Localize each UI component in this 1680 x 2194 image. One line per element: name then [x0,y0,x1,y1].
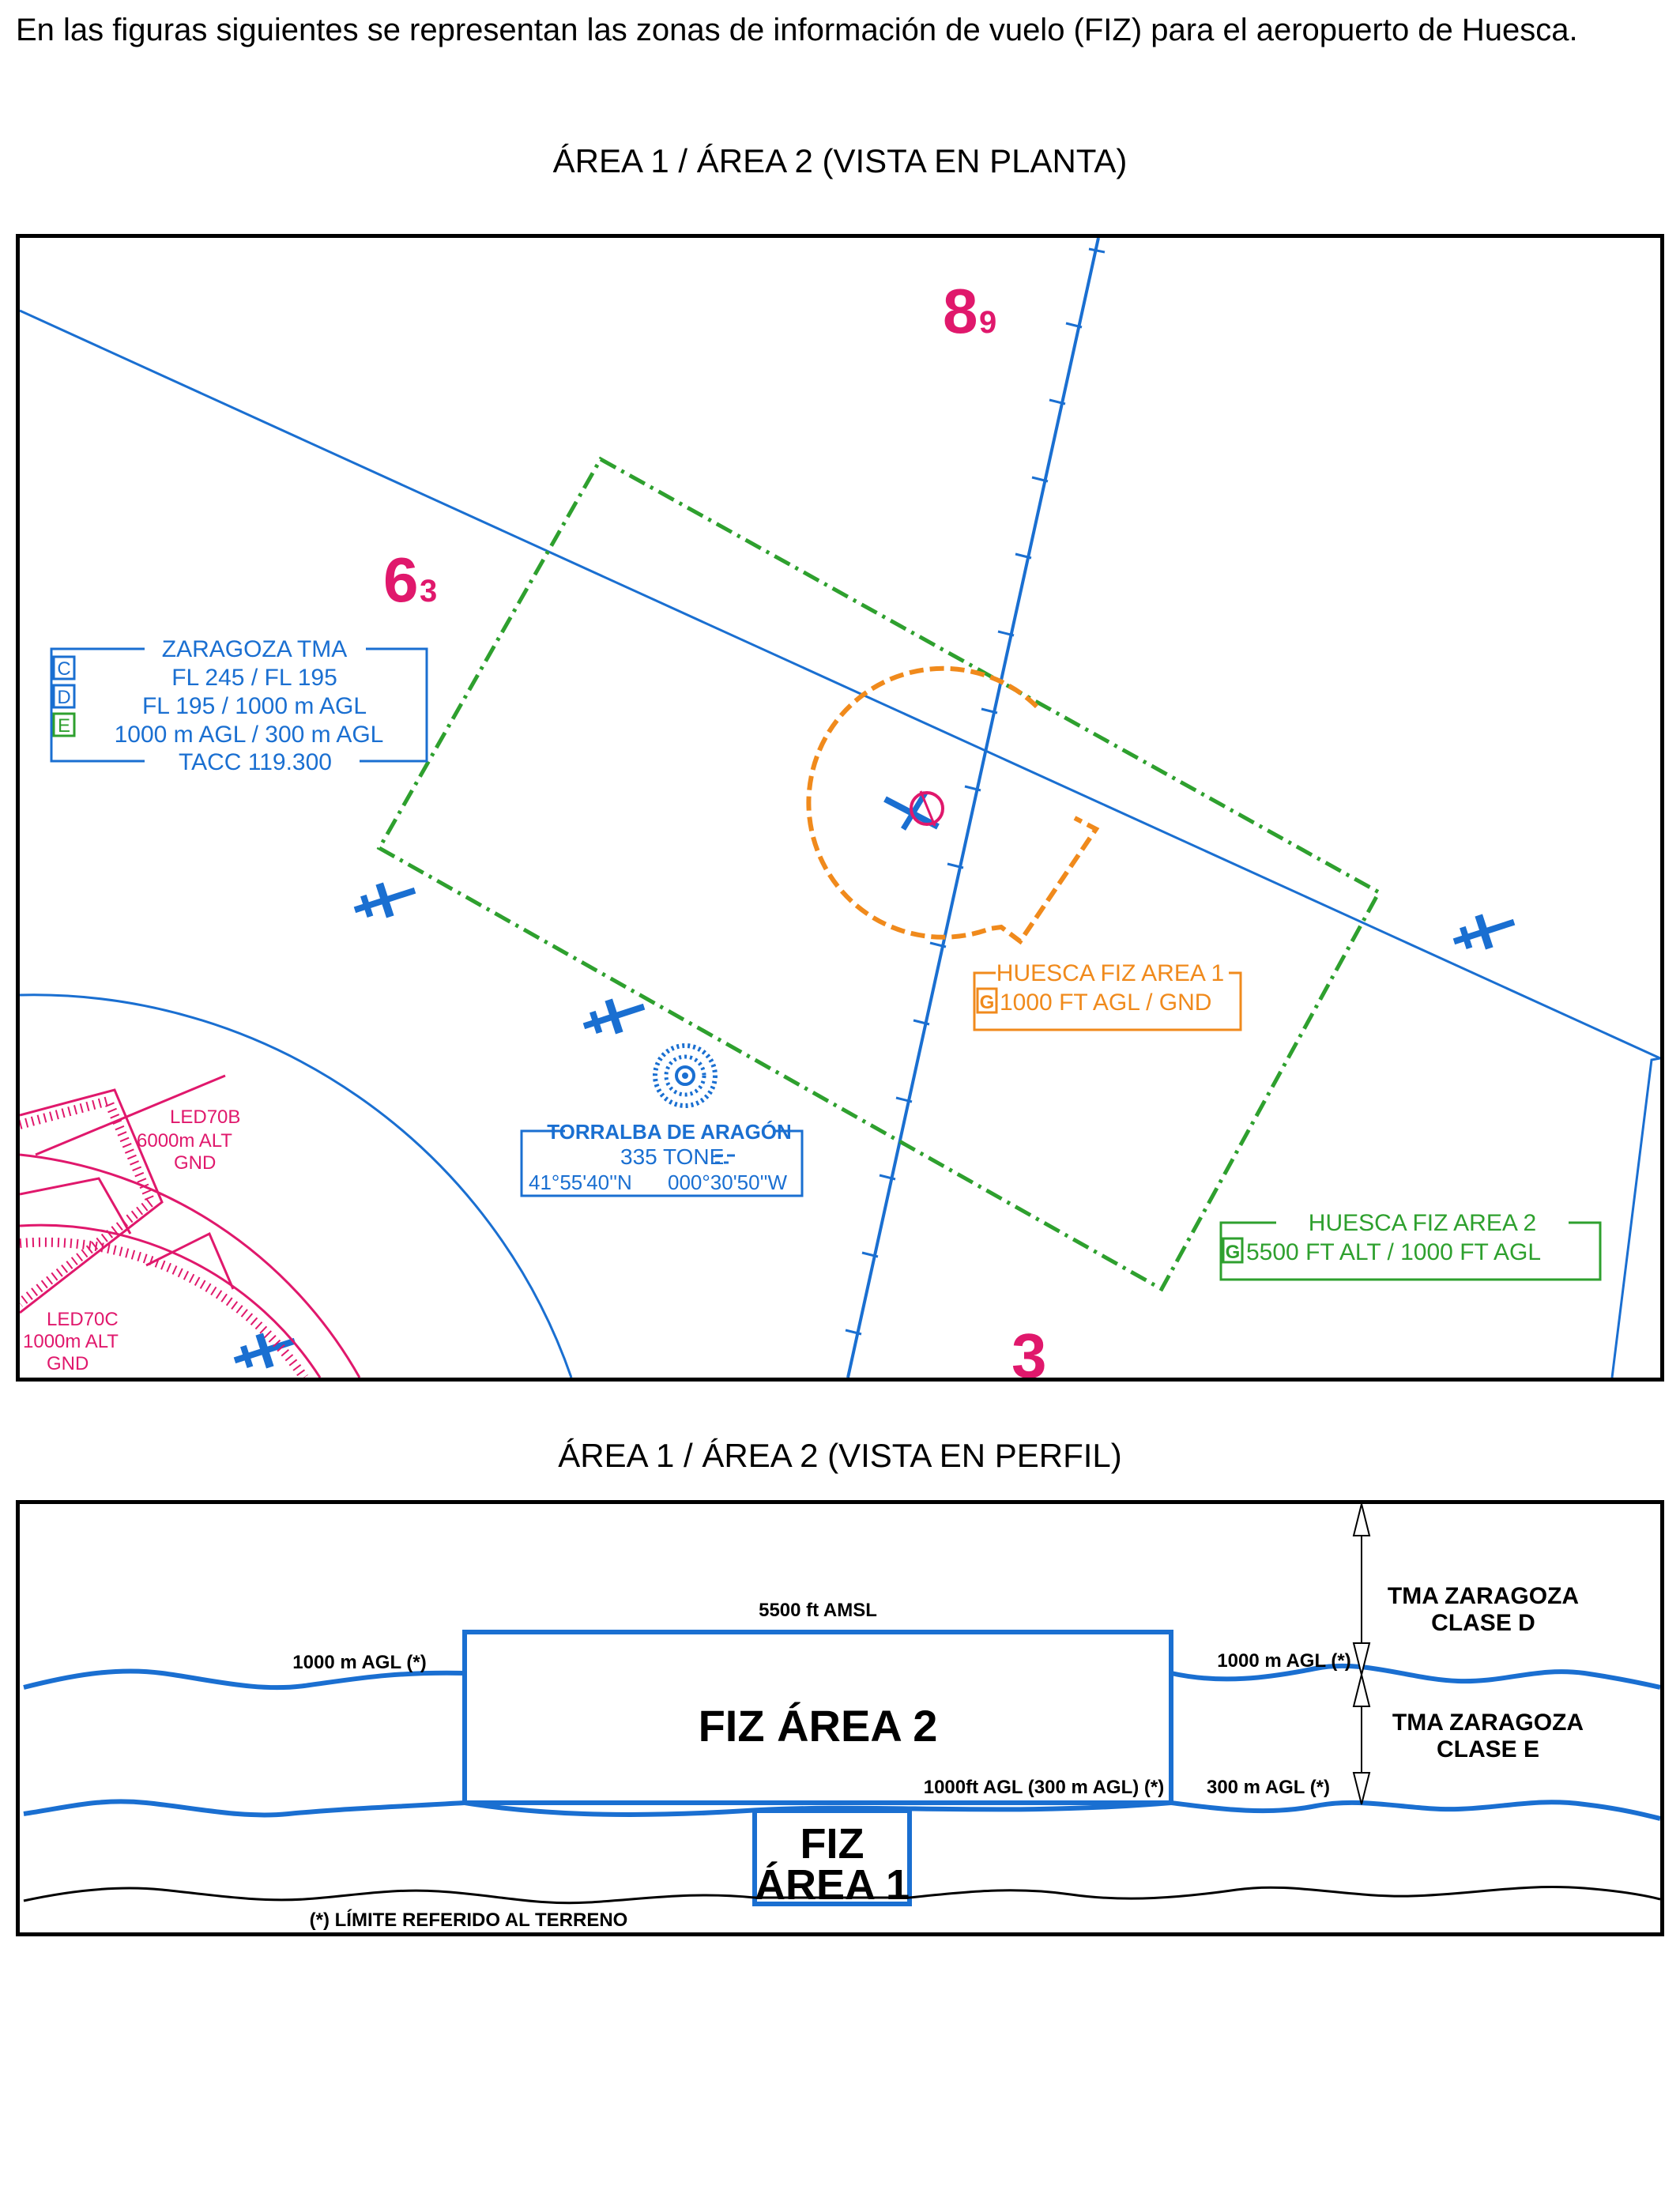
fiz-area1-limits: 1000 FT AGL / GND [1000,990,1211,1016]
sector-sub-3: 3 [420,574,437,609]
airfield-icon-4 [233,1333,296,1369]
fiz-area2-boundary [376,456,1382,1292]
ndb-longitude: 000°30'50''W [668,1171,788,1194]
tma-label-box: C D E ZARAGOZA TMA FL 245 / FL 195 FL 19… [50,636,428,775]
fiz-area2-block [462,1630,1173,1805]
led70c-name: LED70C [47,1309,119,1330]
footnote-terrain: (*) LÍMITE REFERIDO AL TERRENO [310,1909,628,1931]
ndb-name: TORRALBA DE ARAGÓN [547,1120,792,1144]
led70b-upper: 6000m ALT [137,1130,232,1152]
sector-label-8: 8 [943,276,978,346]
fiz-area2-class: G [1226,1242,1241,1263]
fiz-area1-label-box: G HUESCA FIZ AREA 1 1000 FT AGL / GND [973,960,1242,1031]
label-1000ft-agl: 1000ft AGL (300 m AGL) (*) [924,1777,1165,1798]
tma-frequency: TACC 119.300 [179,749,332,775]
led70b-name: LED70B [170,1106,240,1128]
fiz-area2-limits: 5500 FT ALT / 1000 FT AGL [1246,1239,1541,1265]
plan-view-map: 8 9 6 3 3 C D E ZARAGOZA TMA FL 245 / FL… [16,234,1664,1382]
aerodrome-icon [883,790,944,831]
ndb-symbol [653,1043,718,1108]
intro-paragraph: En las figuras siguientes se representan… [16,13,1578,47]
class-e-badge [52,712,76,737]
airfield-icon-3 [1452,914,1516,950]
label-1000m-agl-left: 1000 m AGL (*) [292,1652,426,1673]
led70c-label: LED70C 1000m ALT GND [23,1309,119,1374]
label-tma-d-line1: TMA ZARAGOZA [1388,1583,1579,1609]
radial-line [845,238,1106,1378]
label-tma-e-line2: CLASE E [1437,1736,1539,1762]
tma-line-e: 1000 m AGL / 300 m AGL [115,722,384,748]
class-e-letter: E [58,715,70,737]
led70b-lower: GND [174,1152,216,1174]
plan-view-title: ÁREA 1 / ÁREA 2 (VISTA EN PLANTA) [552,142,1128,179]
fiz-area2-lower-limit-line [23,1799,1660,1821]
ndb-label-box: TORRALBA DE ARAGÓN 335 TONE 41°55'40''N … [520,1120,804,1197]
tma-title: ZARAGOZA TMA [162,636,347,662]
tma-boundary-line [20,309,1660,1060]
label-tma-d-line2: CLASE D [1431,1610,1535,1636]
tma-line-d: FL 195 / 1000 m AGL [142,693,367,719]
class-c-badge [52,655,76,680]
sector-label-6: 6 [383,545,419,615]
ndb-frequency: 335 TONE [620,1144,724,1169]
profile-view-svg: 1000 m AGL (*) 5500 ft AMSL FIZ ÁREA 2 F… [23,1504,1660,1931]
led70c-lower: GND [47,1353,89,1374]
fiz-area2-title: HUESCA FIZ AREA 2 [1309,1210,1536,1236]
label-1000m-agl-right: 1000 m AGL (*) [1217,1650,1350,1672]
label-300m-agl: 300 m AGL (*) [1207,1777,1330,1798]
fiz-area1-title: HUESCA FIZ AREA 1 [996,960,1224,986]
fiz-area1-boundary [806,665,1100,945]
tma-extent-arrows [1352,1504,1371,1805]
label-fiz-area1-line2: ÁREA 1 [755,1861,910,1909]
led70b-label: LED70B 6000m ALT GND [137,1106,240,1174]
sector-sub-9: 9 [979,305,996,340]
tma-boundary-right [1610,1057,1660,1378]
tma-d-lower-limit-line [23,1663,1660,1691]
class-c-letter: C [57,658,70,680]
label-fiz-area2: FIZ ÁREA 2 [699,1701,938,1751]
led-restricted-areas [20,1074,361,1378]
fiz-area1-block [752,1808,912,1906]
class-d-letter: D [57,687,70,708]
ndb-latitude: 41°55'40''N [529,1171,632,1194]
airfield-icon-2 [582,998,646,1035]
label-tma-e-line1: TMA ZARAGOZA [1392,1710,1584,1736]
ctr-circle-arc [20,993,573,1378]
label-5500ft-amsl: 5500 ft AMSL [759,1600,877,1621]
profile-view-title: ÁREA 1 / ÁREA 2 (VISTA EN PERFIL) [558,1437,1122,1474]
label-fiz-area1-line1: FIZ [800,1820,864,1868]
fiz-area1-class: G [980,992,995,1013]
airfield-icon-1 [353,882,416,918]
tma-line-c: FL 245 / FL 195 [171,665,337,691]
terrain-line [23,1886,1660,1905]
fiz-area2-label-box: G HUESCA FIZ AREA 2 5500 FT ALT / 1000 F… [1219,1210,1602,1281]
sector-label-3: 3 [1011,1321,1047,1378]
class-d-badge [52,684,76,709]
led70c-upper: 1000m ALT [23,1331,119,1352]
profile-view: 1000 m AGL (*) 5500 ft AMSL FIZ ÁREA 2 F… [16,1500,1664,1936]
morse-code-glyph [715,1154,735,1164]
plan-view-svg: 8 9 6 3 3 C D E ZARAGOZA TMA FL 245 / FL… [20,238,1660,1378]
